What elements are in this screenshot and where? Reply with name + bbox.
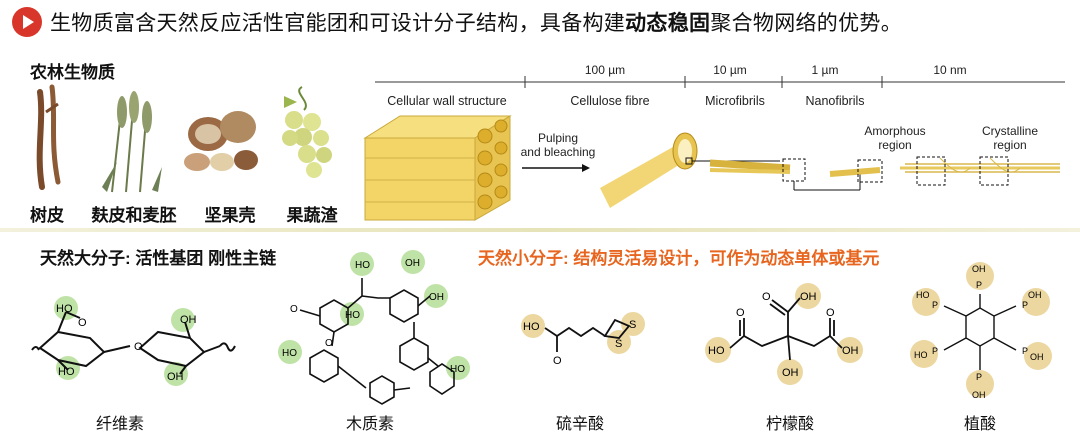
- lipoic-o: O: [553, 355, 562, 367]
- stage-microfibrils: Microfibrils: [705, 94, 765, 108]
- pulping-line1: Pulping: [537, 131, 579, 145]
- phytic-acid-structure: OH P HO P OH P HO P OH P P OH: [910, 262, 1052, 400]
- phytic-p-1: P: [976, 280, 982, 290]
- scale-1um: 1 µm: [811, 63, 839, 77]
- stage-nanofibrils: Nanofibrils: [805, 94, 865, 108]
- phytic-ho-1: HO: [916, 290, 930, 300]
- lignin-ho-3: HO: [282, 348, 297, 359]
- lipoic-ho: HO: [523, 321, 540, 333]
- phytic-ho-2: HO: [914, 350, 928, 360]
- phytic-p-4: P: [932, 346, 938, 356]
- scale-bar: [375, 76, 1065, 88]
- phytic-oh-4: OH: [972, 390, 986, 400]
- crystalline-line1: Crystalline: [981, 124, 1038, 138]
- lipoic-acid-name: 硫辛酸: [555, 416, 604, 433]
- o-atom: O: [78, 317, 87, 329]
- amorphous-line2: region: [878, 138, 912, 152]
- lignin-structure: HO OH OH HO HO HO O O: [278, 250, 470, 405]
- ho-label-2: HO: [58, 366, 75, 378]
- lipoic-s-2: S: [615, 338, 622, 350]
- cellulose-fibre: [600, 132, 780, 208]
- macromolecule-section-label: 天然大分子: 活性基团 刚性主链: [40, 249, 277, 268]
- cellulose-structure: O O OH OH HO HO: [31, 296, 236, 386]
- citric-oh-1: OH: [800, 291, 817, 303]
- nanofibrils: [829, 156, 1060, 186]
- phytic-p-5: P: [1022, 346, 1028, 356]
- small-molecule-section-label: 天然小分子: 结构灵活易设计，可作为动态单体或基元: [478, 249, 880, 268]
- biomass-label-bran: 麸皮和麦胚: [91, 206, 177, 225]
- citric-ho: HO: [708, 345, 725, 357]
- lignin-oh-2: OH: [429, 292, 444, 303]
- oh-label-2: OH: [167, 371, 184, 383]
- pulping-line2: and bleaching: [520, 145, 596, 159]
- stage-cell-wall: Cellular wall structure: [387, 94, 507, 108]
- o-atom-2: O: [134, 341, 143, 353]
- title-row: 生物质富含天然反应活性官能团和可设计分子结构，具备构建动态稳固聚合物网络的优势。: [12, 6, 902, 38]
- lignin-o-2: O: [325, 338, 333, 349]
- phytic-p-3: P: [1022, 300, 1028, 310]
- scale-100um: 100 µm: [584, 63, 626, 77]
- page-title: 生物质富含天然反应活性官能团和可设计分子结构，具备构建动态稳固聚合物网络的优势。: [50, 7, 902, 37]
- phytic-p-2: P: [932, 300, 938, 310]
- play-icon: [12, 7, 42, 37]
- scale-10nm: 10 nm: [933, 63, 967, 77]
- lignin-oh-1: OH: [405, 258, 420, 269]
- lignin-o-1: O: [290, 304, 298, 315]
- lignin-ho-2: HO: [345, 310, 360, 321]
- lignin-name: 木质素: [345, 416, 394, 433]
- phytic-oh-3: OH: [1030, 352, 1044, 362]
- biomass-label-nutshell: 坚果壳: [204, 206, 256, 225]
- title-prefix: 生物质富含天然反应活性官能团和可设计分子结构，具备构建: [50, 12, 626, 35]
- ho-label: HO: [56, 303, 73, 315]
- biomass-section-label: 农林生物质: [30, 63, 115, 82]
- citric-acid-structure: O O O OH HO OH OH: [705, 283, 863, 385]
- lignin-ho-4: HO: [450, 364, 465, 375]
- cellulose-name: 纤维素: [95, 416, 144, 433]
- phytic-acid-name: 植酸: [963, 416, 996, 433]
- bark-image: [36, 84, 61, 190]
- citric-oh-3: OH: [782, 367, 799, 379]
- phytic-p-6: P: [976, 372, 982, 382]
- citric-o-1: O: [736, 307, 745, 319]
- fruit-residue-image: [282, 86, 332, 178]
- stage-cellulose-fibre: Cellulose fibre: [570, 94, 650, 108]
- citric-o-3: O: [762, 291, 771, 303]
- biomass-label-pomace: 果蔬渣: [286, 206, 338, 225]
- cell-wall-block: [363, 115, 512, 221]
- citric-o-2: O: [826, 307, 835, 319]
- biomass-label-bark: 树皮: [30, 206, 64, 225]
- phytic-oh-2: OH: [1028, 290, 1042, 300]
- citric-acid-name: 柠檬酸: [765, 416, 814, 433]
- phytic-oh-1: OH: [972, 264, 986, 274]
- scale-10um: 10 µm: [713, 63, 747, 77]
- lipoic-acid-structure: HO O S S: [521, 312, 645, 367]
- cellulose-hierarchy-illustration: [363, 115, 1060, 221]
- title-bold: 动态稳固: [625, 12, 711, 35]
- lignin-ho-1: HO: [355, 260, 370, 271]
- section-divider: [0, 228, 1080, 232]
- pulping-arrow: [522, 164, 590, 172]
- biomass-illustrations: [36, 84, 332, 193]
- amorphous-line1: Amorphous: [864, 124, 926, 138]
- microfibrils: [709, 158, 861, 191]
- citric-oh-2: OH: [842, 345, 859, 357]
- lipoic-s-1: S: [629, 319, 636, 331]
- title-suffix: 聚合物网络的优势。: [710, 12, 903, 35]
- nut-shell-image: [184, 111, 258, 171]
- wheat-image: [102, 91, 162, 193]
- crystalline-line2: region: [993, 138, 1027, 152]
- oh-label: OH: [180, 314, 197, 326]
